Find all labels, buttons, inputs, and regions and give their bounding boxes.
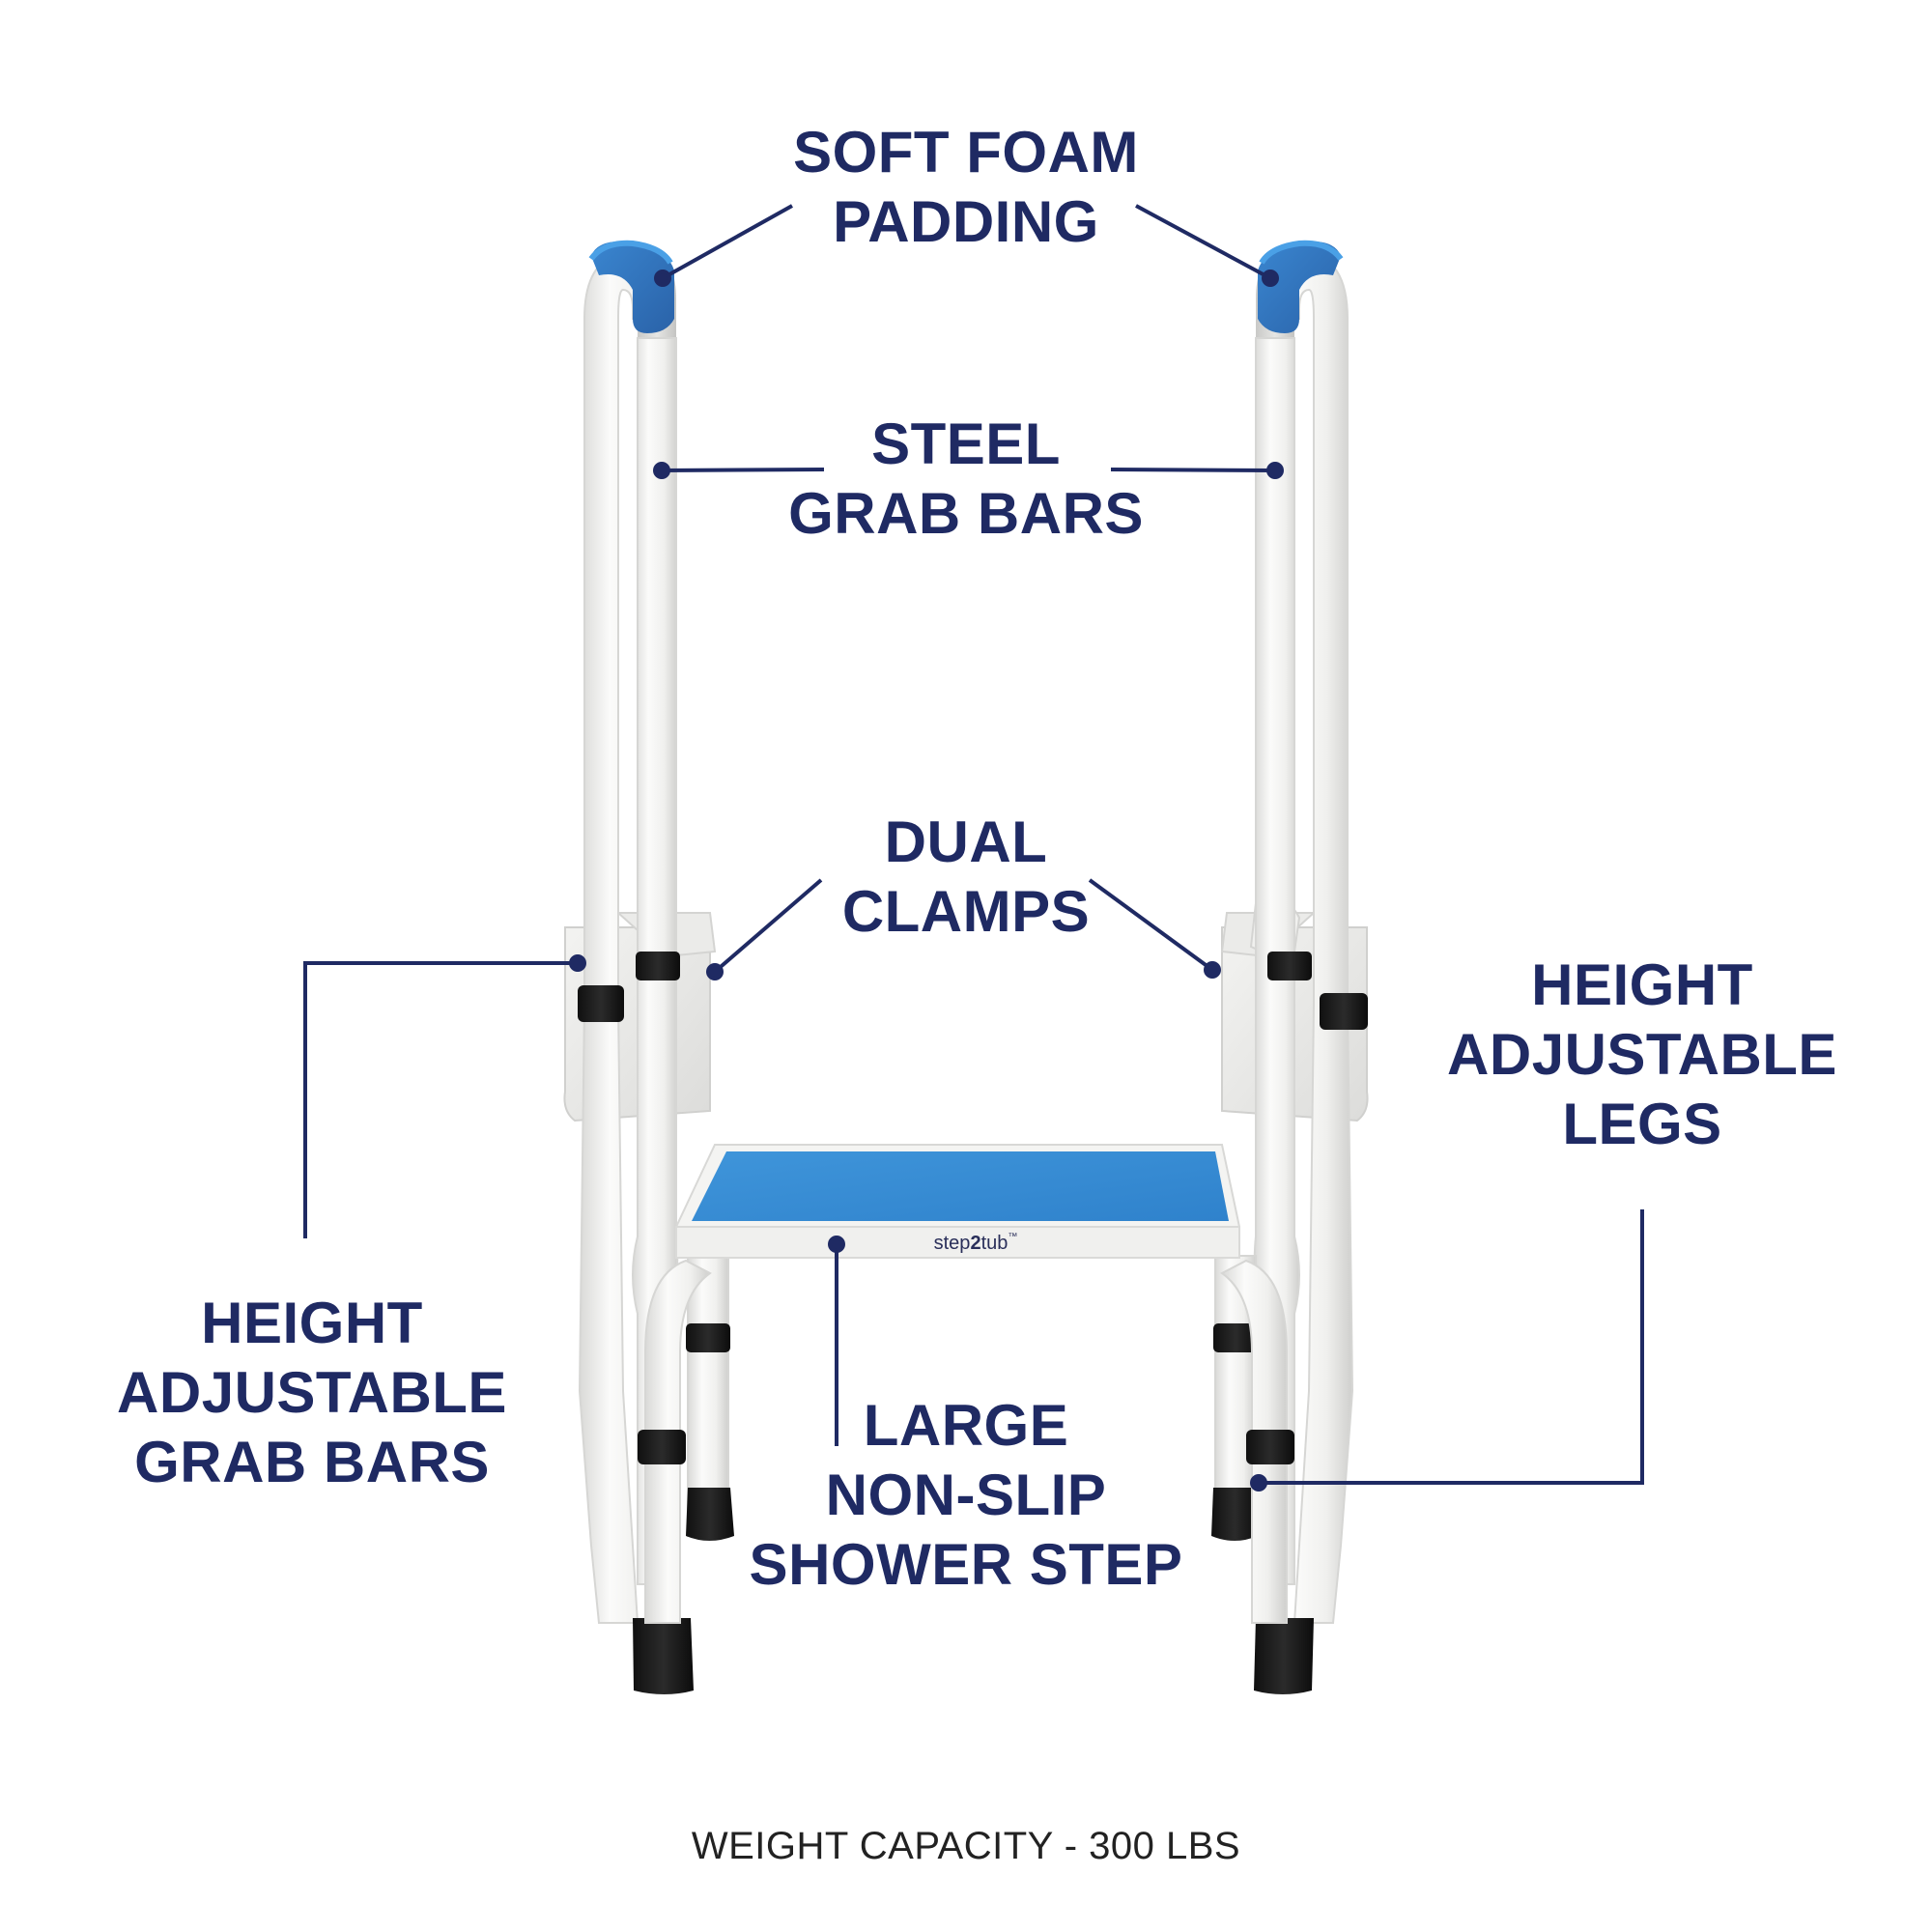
left-grab-bar-collar bbox=[578, 985, 624, 1022]
callout-dual-clamps: DUAL CLAMPS bbox=[841, 810, 1091, 944]
left-front-foot bbox=[633, 1618, 694, 1694]
left-foam-padding bbox=[591, 241, 674, 333]
callout-lines bbox=[303, 204, 1644, 1492]
callout-height-adjustable-legs: HEIGHT ADJUSTABLE LEGS bbox=[1447, 952, 1837, 1156]
brand-logo: step2tub™ bbox=[934, 1232, 1018, 1254]
right-front-foot bbox=[1254, 1618, 1314, 1694]
callout-soft-foam-padding: SOFT FOAM PADDING bbox=[793, 120, 1139, 254]
right-grab-bar-collar bbox=[1320, 993, 1368, 1030]
non-slip-pad bbox=[692, 1151, 1229, 1221]
weight-capacity-text: WEIGHT CAPACITY - 300 LBS bbox=[691, 1825, 1241, 1867]
shower-step: step2tub™ bbox=[638, 1144, 1294, 1624]
callout-large-non-slip-shower-step: LARGE NON-SLIP SHOWER STEP bbox=[749, 1393, 1183, 1597]
callout-steel-grab-bars: STEEL GRAB BARS bbox=[788, 412, 1144, 546]
right-foam-padding bbox=[1258, 241, 1341, 333]
callout-height-adjustable-grab-bars: HEIGHT ADJUSTABLE GRAB BARS bbox=[117, 1291, 507, 1494]
